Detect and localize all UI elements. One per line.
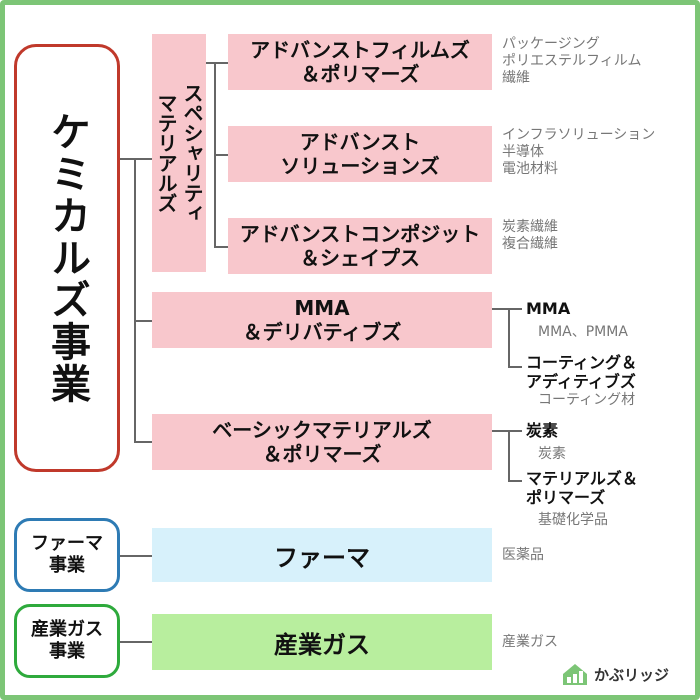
- industrial-gas-box: 産業ガス: [152, 614, 492, 670]
- connector-basic-sub2: [508, 480, 522, 482]
- kaburidge-logo: かぶリッジ: [560, 658, 670, 690]
- advanced-composites-box: アドバンストコンポジット ＆シェイプス: [228, 218, 492, 274]
- basic-materials-box: ベーシックマテリアルズ ＆ポリマーズ: [152, 414, 492, 470]
- advanced-films-box: アドバンストフィルムズ ＆ポリマーズ: [228, 34, 492, 90]
- connector-basic-sub1: [492, 430, 522, 432]
- mma-sub-note: MMA、PMMA: [538, 324, 628, 340]
- advanced-solutions-note: インフラソリューション 半導体 電池材料: [502, 127, 656, 177]
- connector-mma-sub2: [508, 366, 522, 368]
- connector-basic-trunk: [508, 430, 510, 482]
- connector-chem-basic: [134, 441, 152, 443]
- chemicals-segment-label: ケミカルズ事業: [44, 111, 90, 405]
- connector-chem-trunk: [134, 158, 136, 442]
- connector-chem-mma: [134, 320, 152, 322]
- pharma-box: ファーマ: [152, 528, 492, 582]
- materials-polymers-sub-item: マテリアルズ＆ ポリマーズ: [526, 469, 638, 507]
- logo-text: かぶリッジ: [594, 665, 670, 684]
- mma-derivatives-box: MMA ＆デリバティブズ: [152, 292, 492, 348]
- mma-sub-item: MMA: [526, 299, 571, 318]
- specialty-materials-label: スペシャリティ マテリアルズ: [154, 83, 204, 223]
- connector-gas: [120, 641, 152, 643]
- connector-special-films: [206, 62, 228, 64]
- coatings-sub-item: コーティング＆ アディティブズ: [526, 353, 638, 391]
- advanced-solutions-box: アドバンスト ソリューションズ: [228, 126, 492, 182]
- advanced-films-note: パッケージング ポリエステルフィルム 繊維: [502, 36, 642, 86]
- house-chart-icon: [563, 664, 587, 685]
- chemicals-segment: ケミカルズ事業: [14, 44, 120, 472]
- pharma-segment: ファーマ 事業: [14, 518, 120, 592]
- connector-pharma: [120, 555, 152, 557]
- specialty-materials-box: スペシャリティ マテリアルズ: [152, 34, 206, 272]
- carbon-sub-item: 炭素: [526, 421, 559, 440]
- connector-mma-sub1: [492, 308, 522, 310]
- connector-mma-trunk: [508, 308, 510, 368]
- industrial-gas-note: 産業ガス: [502, 634, 558, 650]
- coatings-sub-note: コーティング材: [538, 392, 636, 408]
- connector-special-composites: [214, 246, 228, 248]
- materials-polymers-sub-note: 基礎化学品: [538, 512, 608, 528]
- connector-chem-special: [120, 158, 152, 160]
- advanced-composites-note: 炭素繊維 複合繊維: [502, 219, 558, 252]
- gas-segment: 産業ガス 事業: [14, 604, 120, 678]
- pharma-note: 医薬品: [502, 547, 544, 563]
- carbon-sub-note: 炭素: [538, 446, 566, 462]
- connector-special-solutions: [214, 154, 228, 156]
